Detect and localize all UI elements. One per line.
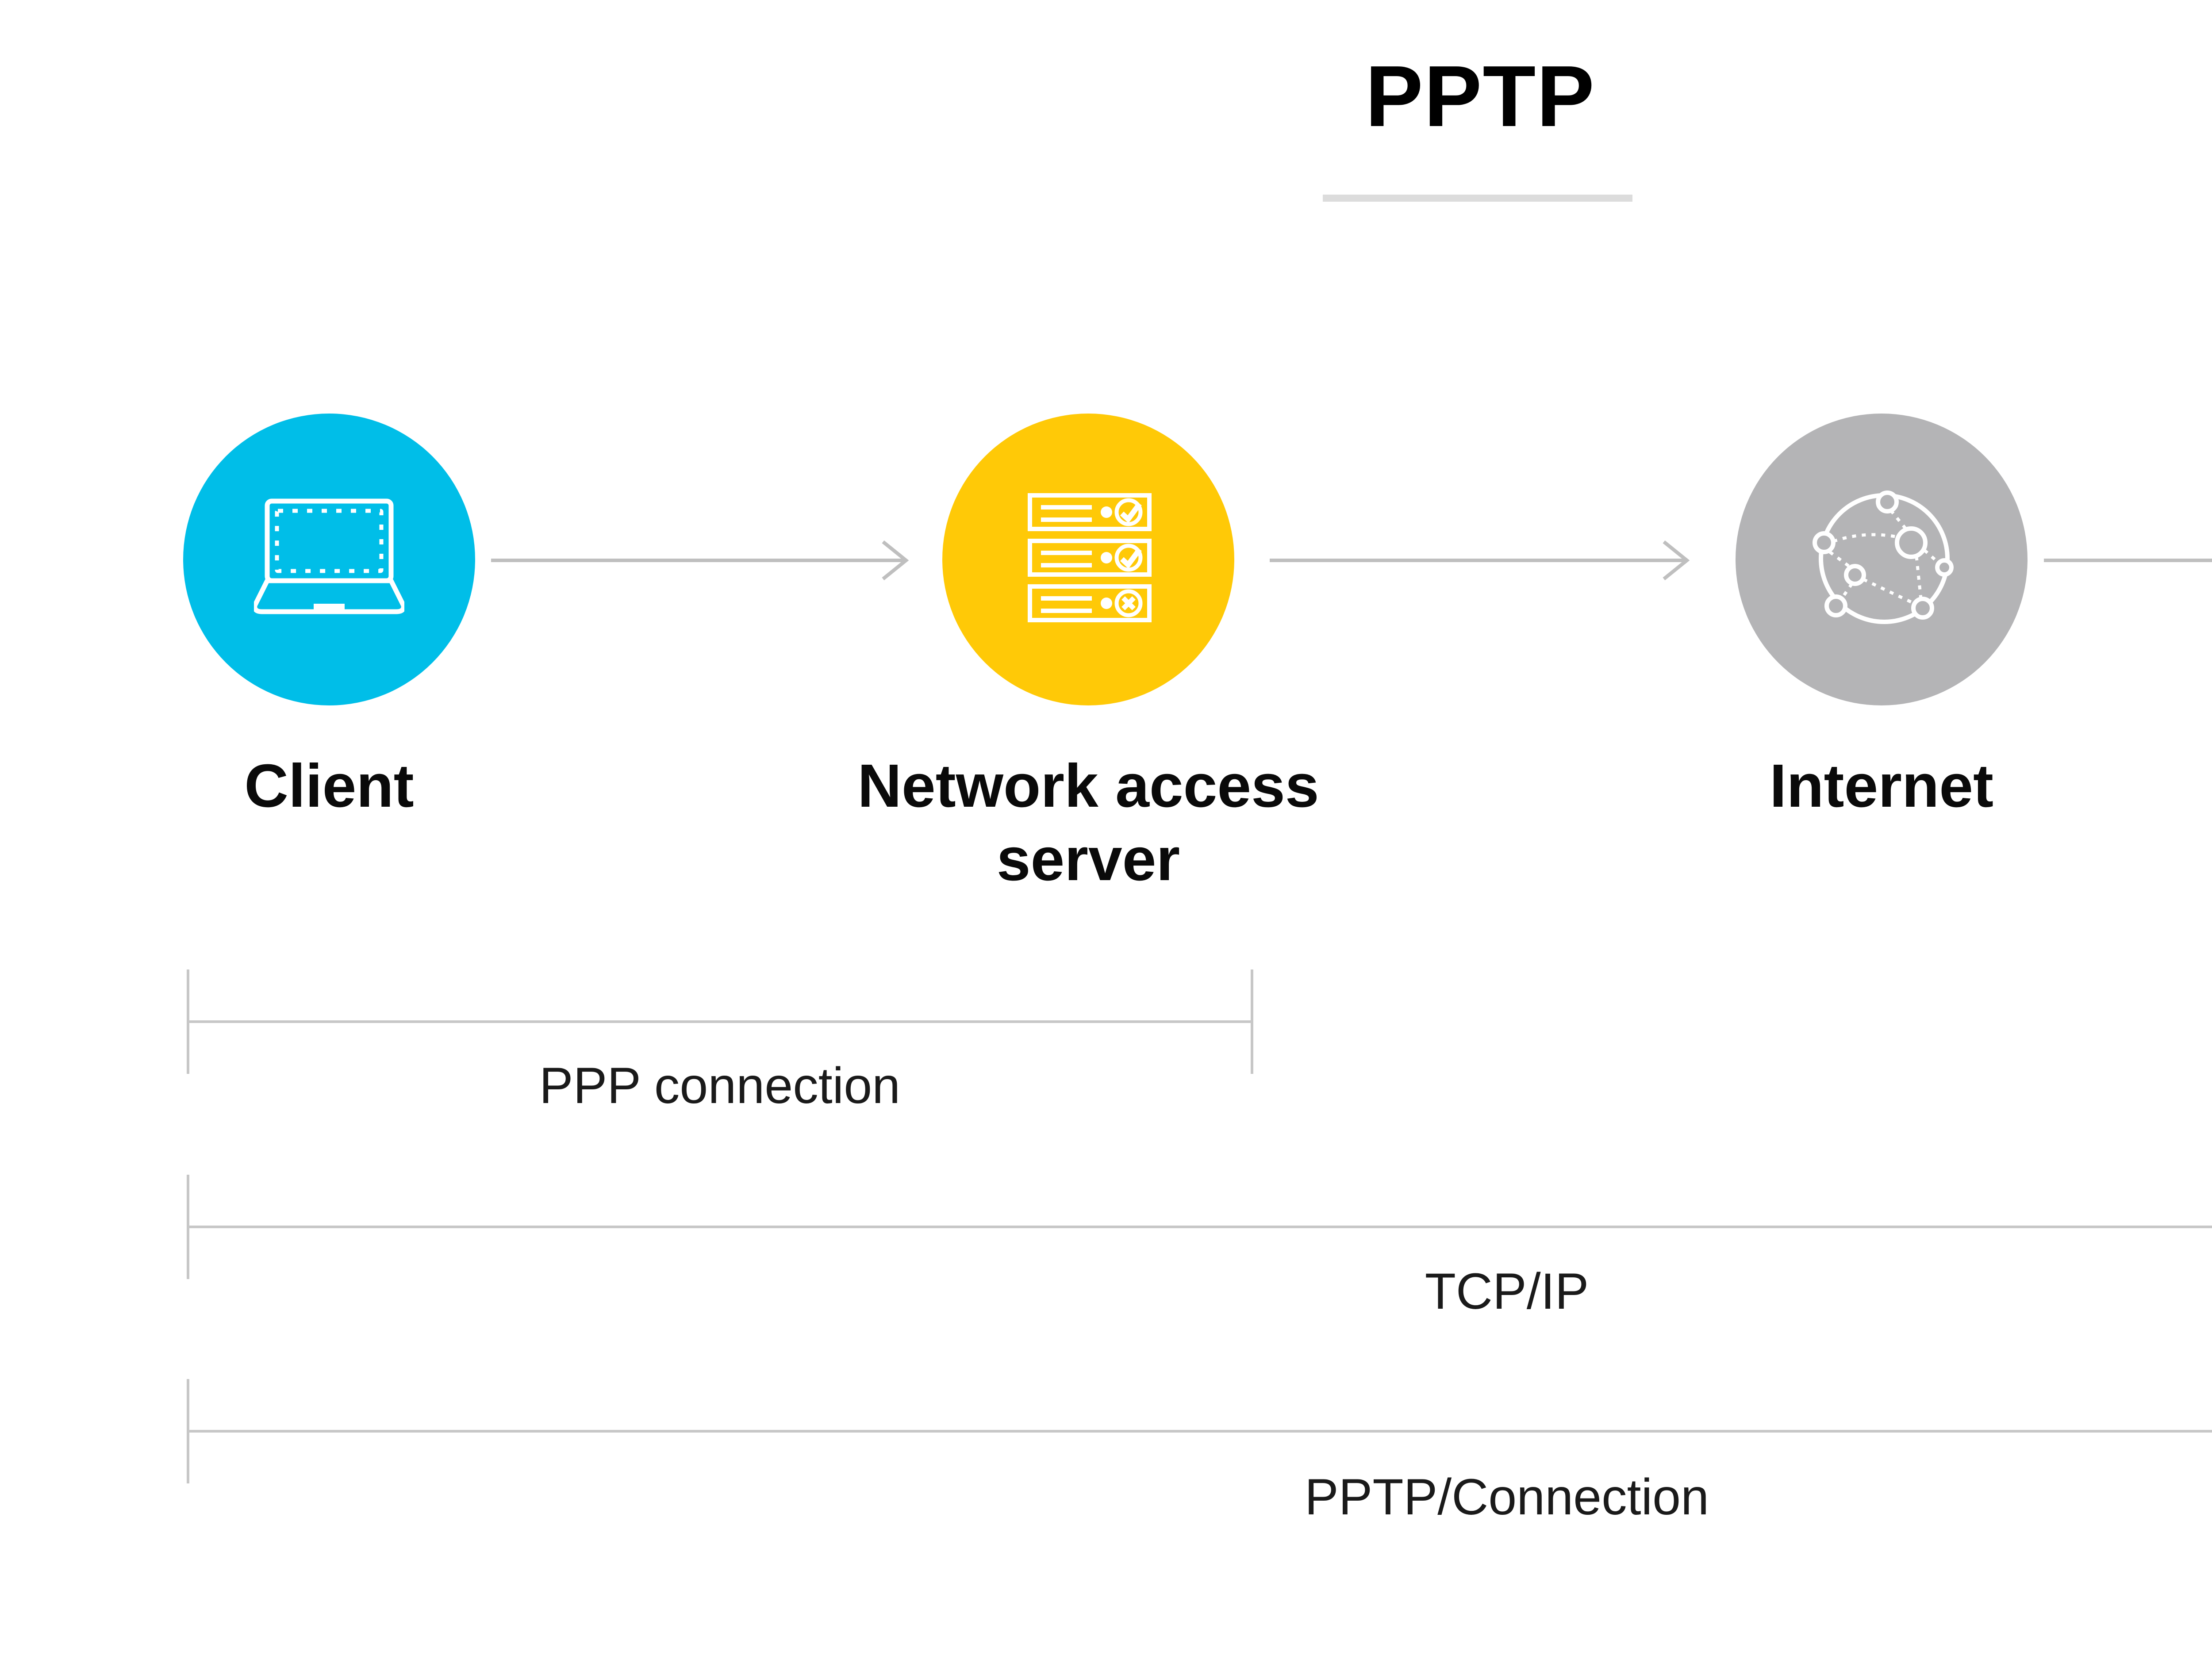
pptp-connection-span-line	[188, 1430, 2212, 1433]
node-client	[183, 414, 475, 705]
ppp-span-label: PPP connection	[539, 1057, 901, 1114]
tcpip-span-line	[188, 1226, 2212, 1228]
label-client: Client	[244, 752, 414, 820]
server-rack-icon	[1028, 493, 1152, 622]
arrow-client-to-nas	[491, 540, 909, 581]
pptp-connection-span-label: PPTP/Connection	[1304, 1469, 1709, 1525]
laptop-icon	[254, 498, 404, 614]
label-network-access-server: Network access server	[857, 752, 1319, 893]
ppp-span-line	[188, 1020, 1252, 1023]
arrow-nas-to-internet	[1270, 540, 1690, 581]
ppp-span-right-tick	[1251, 969, 1253, 1074]
node-network-access-server	[942, 414, 1234, 705]
network-mesh-icon	[1813, 490, 1954, 624]
tcpip-span-label: TCP/IP	[1425, 1263, 1589, 1320]
node-internet	[1736, 414, 2028, 705]
page-title: PPTP	[1365, 48, 1595, 145]
arrow-internet-to-pptp-server	[2044, 559, 2212, 562]
label-internet: Internet	[1769, 752, 1994, 820]
title-underline	[1323, 195, 1632, 202]
